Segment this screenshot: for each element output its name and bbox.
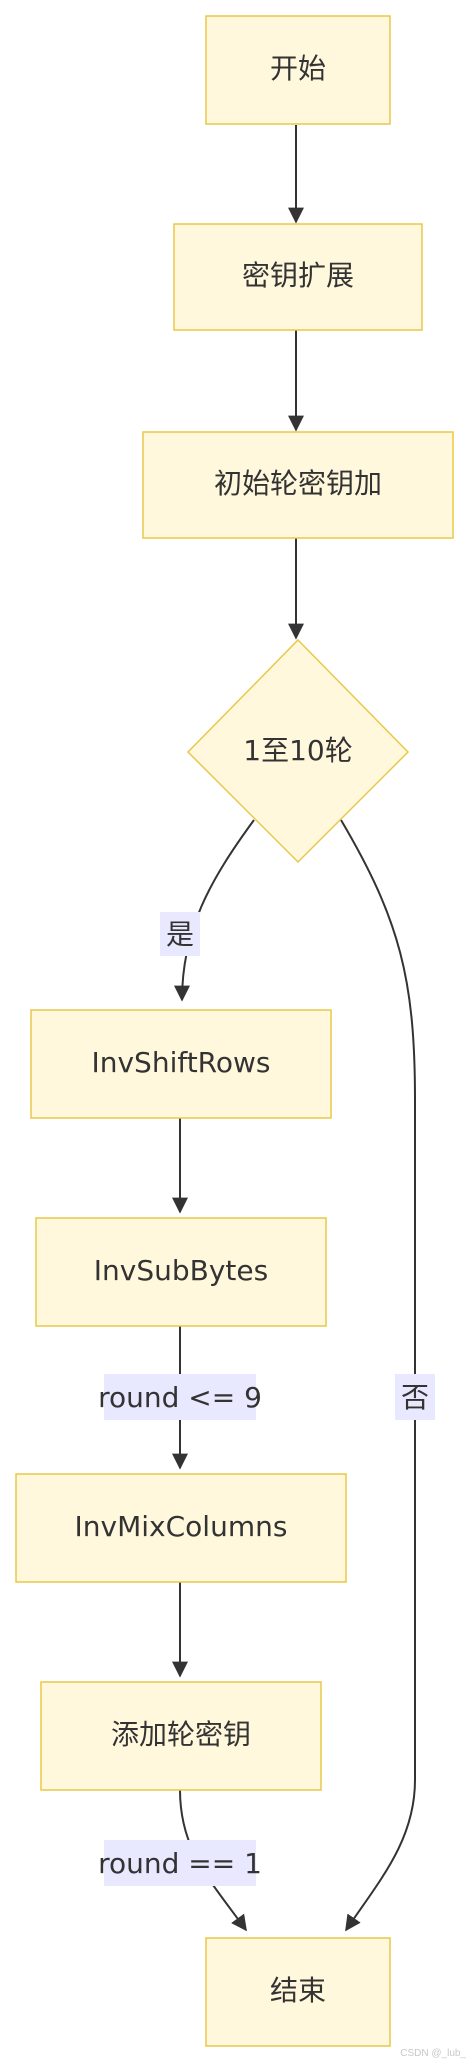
svg-text:否: 否 — [401, 1381, 429, 1414]
svg-text:初始轮密钥加: 初始轮密钥加 — [214, 467, 382, 500]
svg-text:InvShiftRows: InvShiftRows — [91, 1046, 270, 1079]
svg-text:InvSubBytes: InvSubBytes — [94, 1254, 268, 1287]
svg-text:round <= 9: round <= 9 — [98, 1381, 262, 1414]
edge-label-yes: 是 — [160, 912, 200, 956]
svg-text:添加轮密钥: 添加轮密钥 — [111, 1718, 251, 1751]
node-add-round-key: 添加轮密钥 — [40, 1681, 322, 1791]
node-initial-round-key-add: 初始轮密钥加 — [142, 431, 454, 539]
svg-text:round == 1: round == 1 — [98, 1847, 262, 1880]
svg-text:InvMixColumns: InvMixColumns — [75, 1510, 288, 1543]
edge-label-round-eq-1: round == 1 — [98, 1840, 262, 1886]
svg-text:是: 是 — [166, 918, 194, 951]
node-round-loop-decision: 1至10轮 — [186, 638, 410, 864]
svg-text:开始: 开始 — [270, 52, 326, 85]
svg-text:密钥扩展: 密钥扩展 — [242, 259, 354, 292]
edge-label-no: 否 — [395, 1374, 435, 1420]
node-end: 结束 — [205, 1937, 391, 2047]
node-start: 开始 — [205, 15, 391, 125]
edge-loop-no — [340, 819, 416, 1932]
edge-loop-yes — [174, 819, 255, 1002]
svg-text:结束: 结束 — [270, 1974, 326, 2007]
node-inv-shift-rows: InvShiftRows — [30, 1009, 332, 1119]
node-key-expansion: 密钥扩展 — [173, 223, 423, 331]
watermark-text: CSDN @_lub_ — [400, 2048, 466, 2059]
node-inv-mix-columns: InvMixColumns — [15, 1473, 347, 1583]
svg-text:1至10轮: 1至10轮 — [243, 734, 352, 767]
edge-label-round-le-9: round <= 9 — [98, 1374, 262, 1420]
node-inv-sub-bytes: InvSubBytes — [35, 1217, 327, 1327]
